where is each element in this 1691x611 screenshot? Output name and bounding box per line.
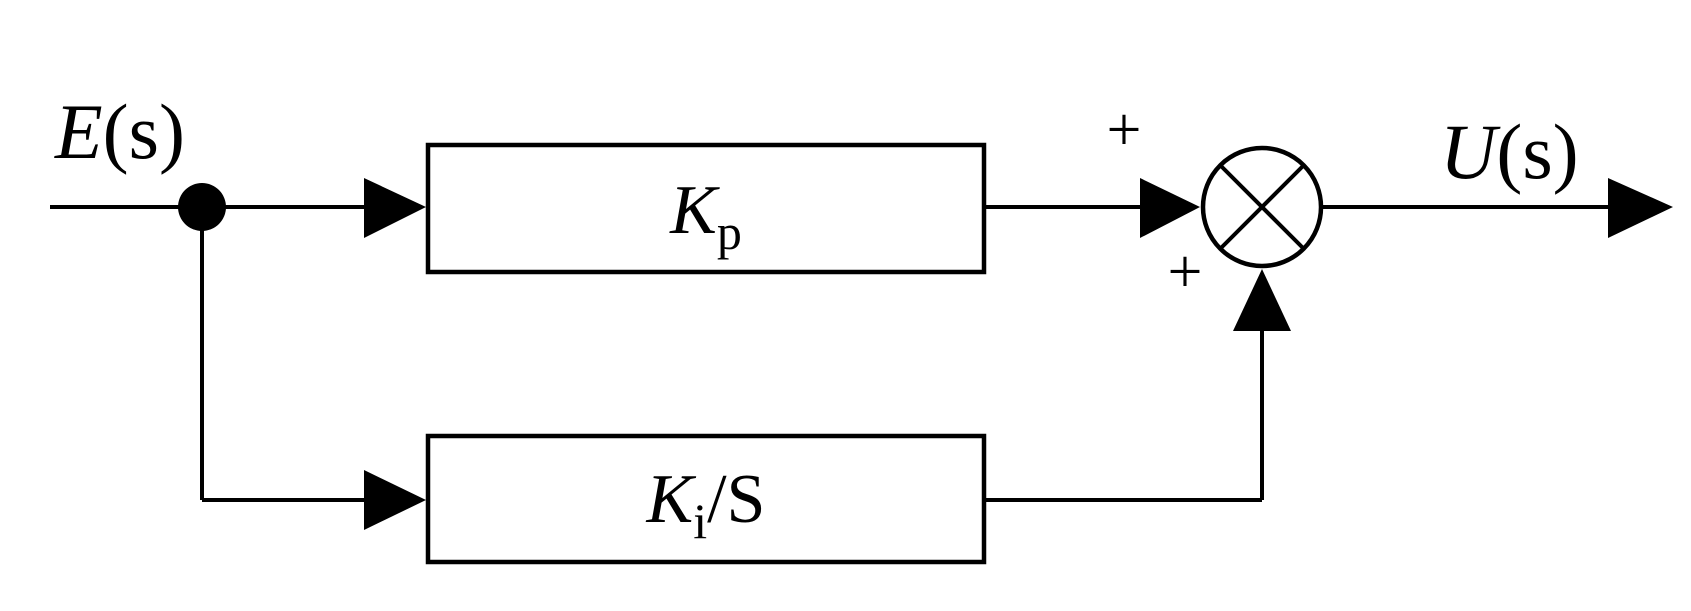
- arrow-into-proportional-block: [364, 178, 426, 238]
- integral-block-label: Ki/S: [646, 461, 766, 549]
- integral-gain-sub: i: [693, 493, 707, 549]
- arrow-into-sum-left: [1140, 178, 1200, 238]
- arrow-output: [1608, 178, 1673, 238]
- proportional-gain-var: K: [669, 172, 720, 249]
- output-label-var: U: [1440, 108, 1501, 195]
- sum-sign-top: +: [1107, 96, 1142, 164]
- input-label-var: E: [54, 88, 103, 175]
- arrow-into-integral-block: [364, 470, 426, 530]
- proportional-gain-sub: p: [717, 204, 742, 260]
- summing-junction: [1200, 145, 1324, 269]
- proportional-block-label: Kp: [669, 172, 742, 260]
- output-label-arg: (s): [1496, 108, 1578, 195]
- proportional-block: [425, 142, 987, 275]
- output-label: U(s): [1440, 108, 1579, 195]
- input-label-arg: (s): [103, 88, 185, 175]
- integral-gain-var: K: [646, 461, 697, 538]
- summing-junction-cross-b: [1218, 163, 1306, 251]
- branch-point: [178, 183, 226, 231]
- arrow-into-sum-bottom: [1233, 269, 1291, 331]
- input-label: E(s): [54, 88, 185, 175]
- integral-block: [425, 433, 987, 565]
- sum-sign-bottom: +: [1168, 238, 1203, 306]
- integral-gain-suffix: /S: [707, 461, 765, 538]
